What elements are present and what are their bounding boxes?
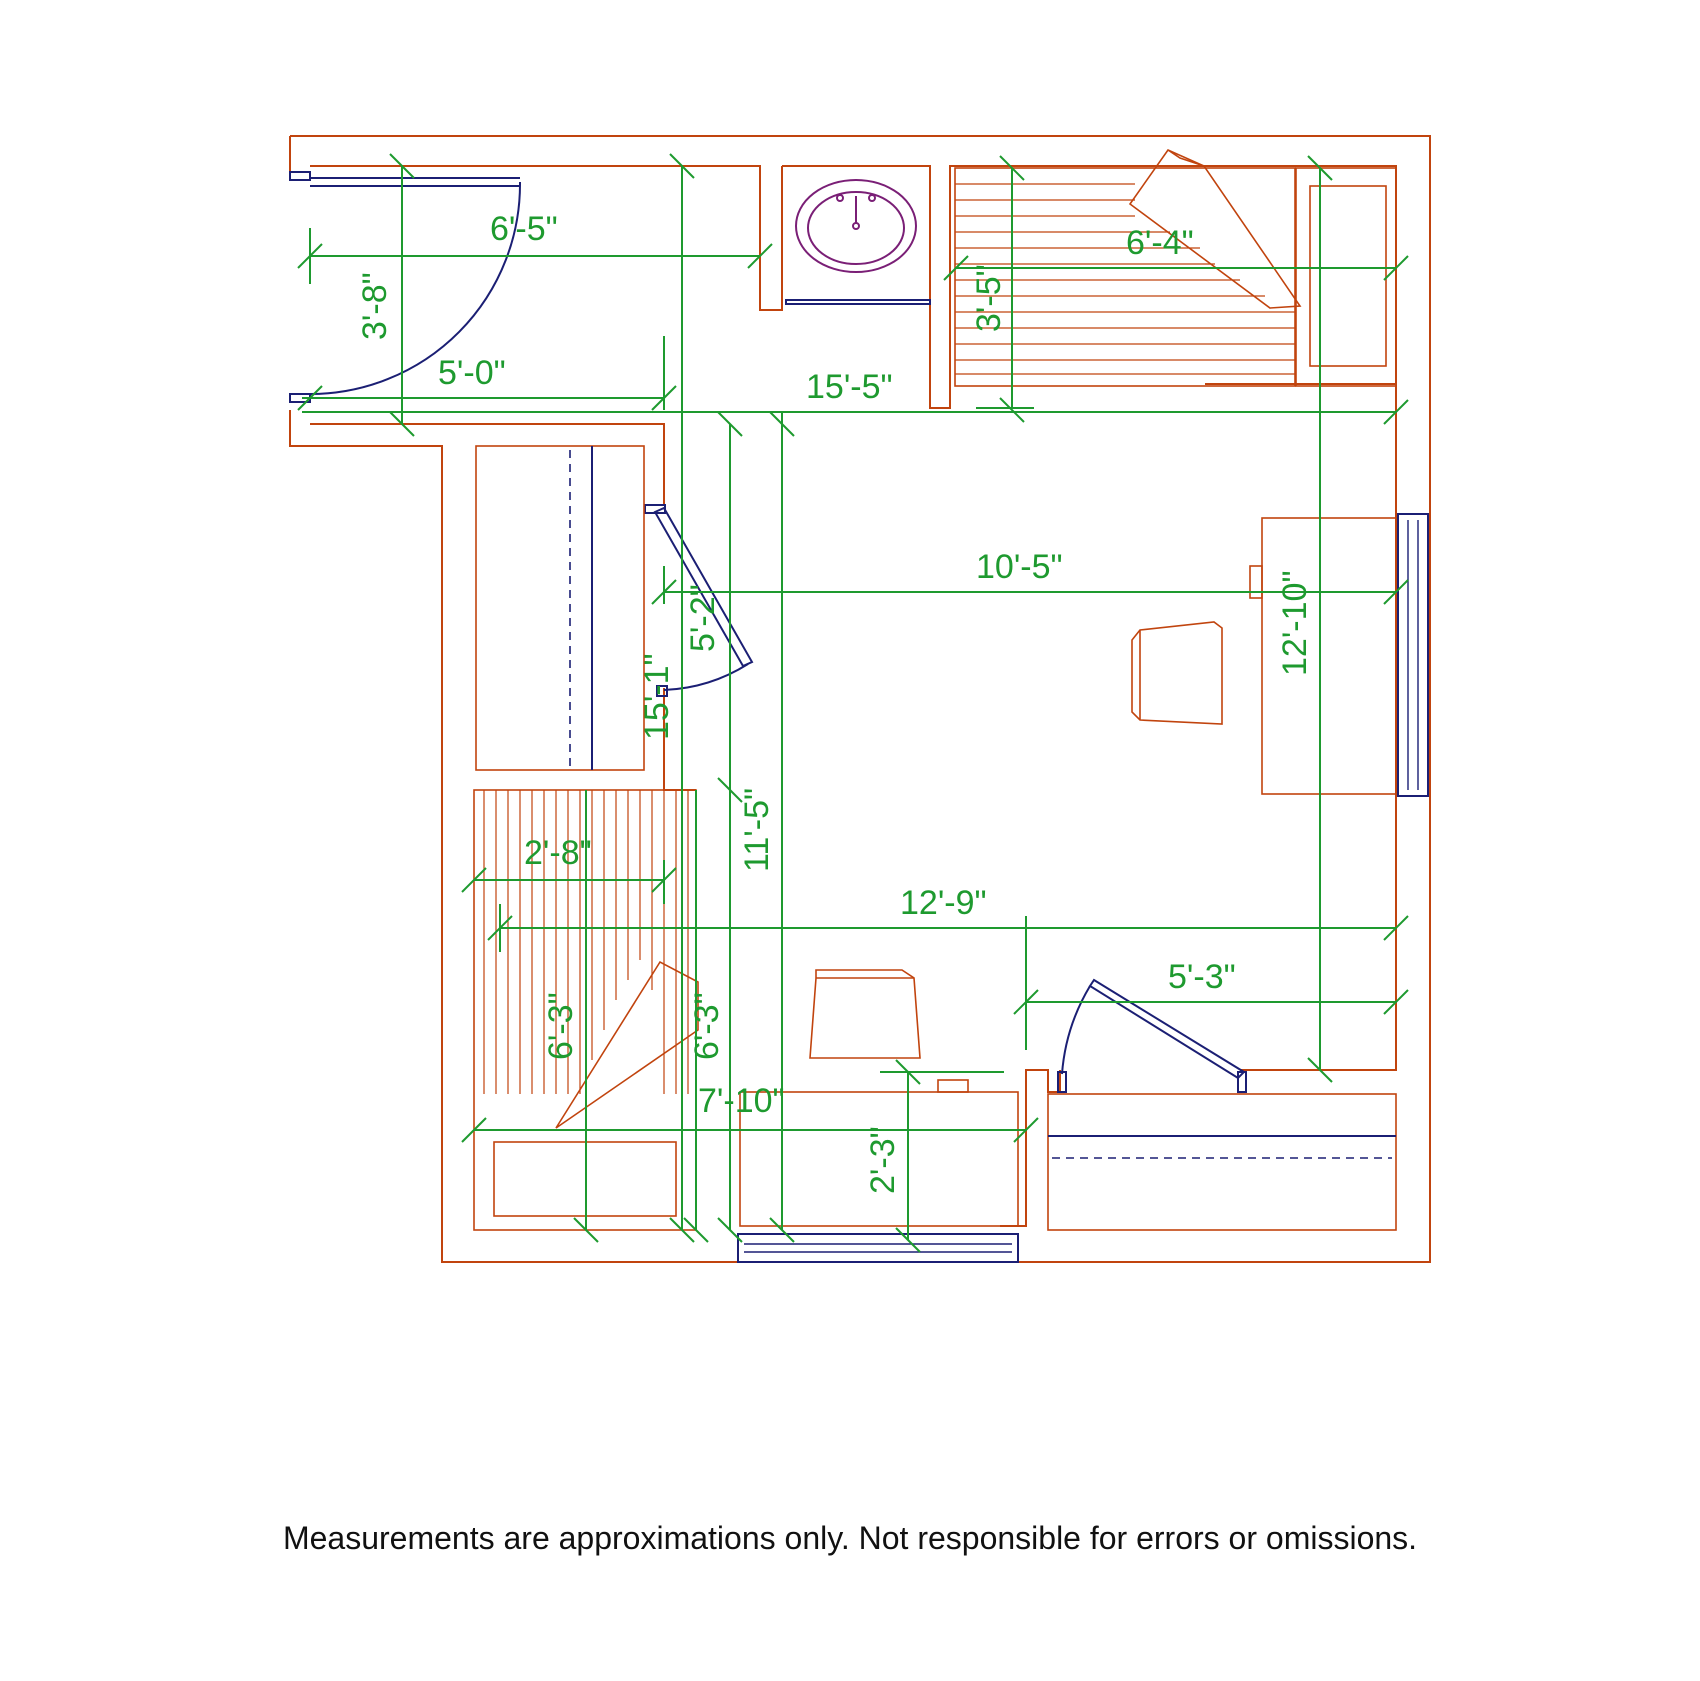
hallway-inner-top bbox=[310, 165, 783, 311]
dim-label-15-1: 15'-1" bbox=[638, 653, 676, 740]
outer-wall bbox=[289, 135, 1431, 1263]
closet-door-swing bbox=[663, 663, 749, 691]
dim-label-10-5: 10'-5" bbox=[976, 548, 1063, 586]
sink-basin bbox=[795, 179, 917, 273]
dimension-lines bbox=[297, 153, 1409, 1253]
closet-left bbox=[475, 445, 645, 771]
dimension-labels: 6'-5" 3'-8" 5'-0" 15'-5" 3'-5" 6'-4" 10'… bbox=[356, 210, 1314, 1194]
bottom-door-swing bbox=[1061, 985, 1091, 1075]
entry-door-swing bbox=[309, 181, 522, 395]
dim-label-12-10: 12'-10" bbox=[1276, 570, 1314, 676]
vanity-edge bbox=[785, 299, 931, 305]
inner-right-wall bbox=[1240, 384, 1397, 1071]
dim-label-5-2: 5'-2" bbox=[684, 584, 722, 652]
dim-label-6-3-right: 6'-3" bbox=[688, 992, 726, 1060]
hallway-inner-bottom bbox=[310, 423, 665, 506]
disclaimer-text: Measurements are approximations only. No… bbox=[282, 1520, 1418, 1556]
desk-right bbox=[1261, 517, 1397, 795]
dim-label-2-3: 2'-3" bbox=[864, 1126, 902, 1194]
dim-label-5-0: 5'-0" bbox=[438, 354, 506, 392]
window-bottom bbox=[737, 1233, 1019, 1263]
dim-label-5-3: 5'-3" bbox=[1168, 958, 1236, 996]
dim-label-15-5: 15'-5" bbox=[806, 368, 893, 406]
dim-label-3-8: 3'-8" bbox=[356, 272, 394, 340]
windows bbox=[737, 513, 1429, 1263]
closet-door-leaf bbox=[653, 506, 754, 668]
dim-label-12-9: 12'-9" bbox=[900, 884, 987, 922]
dim-label-11-5: 11'-5" bbox=[738, 788, 776, 872]
furniture bbox=[473, 149, 1397, 1231]
chair-bottom bbox=[809, 969, 921, 1059]
bed-bottom-sheet-fold bbox=[555, 960, 699, 1129]
window-right bbox=[1397, 513, 1429, 797]
desk-bottom bbox=[739, 1091, 1019, 1227]
dim-label-6-5: 6'-5" bbox=[490, 210, 558, 248]
entry-door-stub-top bbox=[289, 171, 311, 181]
dim-label-3-5: 3'-5" bbox=[970, 264, 1008, 332]
dim-label-7-10: 7'-10" bbox=[698, 1082, 785, 1120]
bed-top-sheet-fold bbox=[1128, 149, 1302, 309]
dim-label-6-3-left: 6'-3" bbox=[542, 992, 580, 1060]
floor-plan: 6'-5" 3'-8" 5'-0" 15'-5" 3'-5" 6'-4" 10'… bbox=[289, 135, 1431, 1263]
chair-right bbox=[1131, 621, 1223, 725]
dim-label-2-8: 2'-8" bbox=[524, 834, 592, 872]
bed-top-pillow bbox=[1309, 185, 1387, 367]
closet-bottom-right bbox=[1047, 1093, 1397, 1231]
dim-label-6-4: 6'-4" bbox=[1126, 224, 1194, 262]
